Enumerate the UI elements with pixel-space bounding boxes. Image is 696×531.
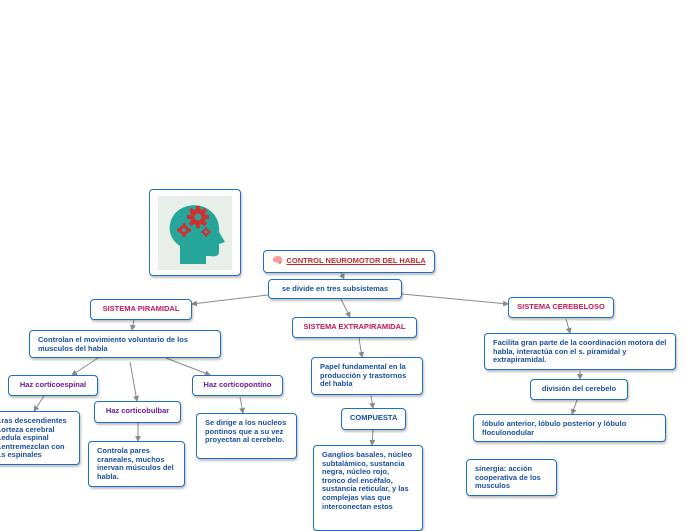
corticoespinal-desc-node[interactable]: ...ras descendientes ...orteza cerebral … xyxy=(0,411,80,465)
compuesta-node[interactable]: COMPUESTA xyxy=(341,408,406,430)
link-corticopontino-desc xyxy=(240,397,243,413)
extrapiramidal-components-node[interactable]: Ganglios basales, núcleo subtalámico, su… xyxy=(313,445,423,531)
intro-node[interactable]: se divide en tres subsistemas xyxy=(268,279,402,299)
corticobulbar-desc-node[interactable]: Controla pares craneales, muchos inervan… xyxy=(88,441,185,487)
head-gears-image xyxy=(149,189,241,276)
extrapiramidal-title-node[interactable]: SISTEMA EXTRAPIRAMIDAL xyxy=(292,317,417,338)
corticoespinal-desc: ...ras descendientes ...orteza cerebral … xyxy=(0,416,67,459)
extrapiramidal-desc-node[interactable]: Papel fundamental en la producción y tra… xyxy=(311,357,423,395)
link-corticoespinal-desc xyxy=(34,396,44,411)
lobes-node[interactable]: lóbulo anterior, lóbulo posterior y lóbu… xyxy=(473,414,666,442)
link-compuesta-components xyxy=(372,430,373,445)
corticobulbar-node[interactable]: Haz corticobulbar xyxy=(94,401,181,423)
link-intro-cerebeloso xyxy=(402,294,508,304)
division-label: división del cerebelo xyxy=(542,384,616,393)
division-node[interactable]: división del cerebelo xyxy=(530,379,628,400)
link-extra-desc xyxy=(359,338,362,357)
cerebeloso-title: SISTEMA CEREBELOSO xyxy=(517,302,605,311)
link-extra-compuesta xyxy=(371,396,373,408)
corticobulbar-title: Haz corticobulbar xyxy=(106,406,169,415)
extrapiramidal-title: SISTEMA EXTRAPIRAMIDAL xyxy=(303,322,405,331)
sinergia-label: sinergia: acción cooperativa de los musc… xyxy=(475,464,541,490)
intro-label: se divide en tres subsistemas xyxy=(282,284,388,293)
root-topic-label: CONTROL NEUROMOTOR DEL HABLA xyxy=(287,256,426,265)
cerebeloso-title-node[interactable]: SISTEMA CEREBELOSO xyxy=(508,297,614,318)
cerebeloso-desc-node[interactable]: Facilita gran parte de la coordinación m… xyxy=(484,333,676,370)
piramidal-desc: Controlan el movimiento voluntario de lo… xyxy=(38,335,188,353)
sinergia-node[interactable]: sinergia: acción cooperativa de los musc… xyxy=(466,459,557,496)
corticopontino-node[interactable]: Haz corticopontino xyxy=(192,375,283,396)
piramidal-title: SISTEMA PIRAMIDAL xyxy=(103,304,180,313)
compuesta-label: COMPUESTA xyxy=(350,413,397,422)
piramidal-title-node[interactable]: SISTEMA PIRAMIDAL xyxy=(90,299,192,320)
head-gears-icon xyxy=(150,190,240,275)
link-desc-corticoespinal xyxy=(72,358,98,375)
corticopontino-desc-node[interactable]: Se dirige a los nucleos pontinos que a s… xyxy=(196,413,297,459)
piramidal-desc-node[interactable]: Controlan el movimiento voluntario de lo… xyxy=(29,330,221,358)
corticopontino-desc: Se dirige a los nucleos pontinos que a s… xyxy=(205,418,286,444)
extrapiramidal-components: Ganglios basales, núcleo subtalámico, su… xyxy=(322,450,412,511)
link-desc-corticopontino xyxy=(166,358,210,375)
corticoespinal-title: Haz corticoespinal xyxy=(20,380,86,389)
corticopontino-title: Haz corticopontino xyxy=(204,380,272,389)
link-division-lobes xyxy=(572,400,577,414)
extrapiramidal-desc: Papel fundamental en la producción y tra… xyxy=(320,362,406,388)
link-desc-corticobulbar xyxy=(130,362,137,401)
link-intro-extrapiramidal xyxy=(341,299,350,317)
link-intro-piramidal xyxy=(192,295,268,304)
lobes-label: lóbulo anterior, lóbulo posterior y lóbu… xyxy=(482,419,626,437)
corticobulbar-desc: Controla pares craneales, muchos inervan… xyxy=(97,446,174,481)
link-piramidal-desc xyxy=(132,320,134,330)
root-topic[interactable]: 🧠 CONTROL NEUROMOTOR DEL HABLA xyxy=(263,250,435,273)
corticoespinal-node[interactable]: Haz corticoespinal xyxy=(8,375,98,396)
cerebeloso-desc: Facilita gran parte de la coordinación m… xyxy=(493,338,666,364)
link-cereb-desc xyxy=(566,319,570,333)
brain-icon: 🧠 xyxy=(272,256,283,265)
